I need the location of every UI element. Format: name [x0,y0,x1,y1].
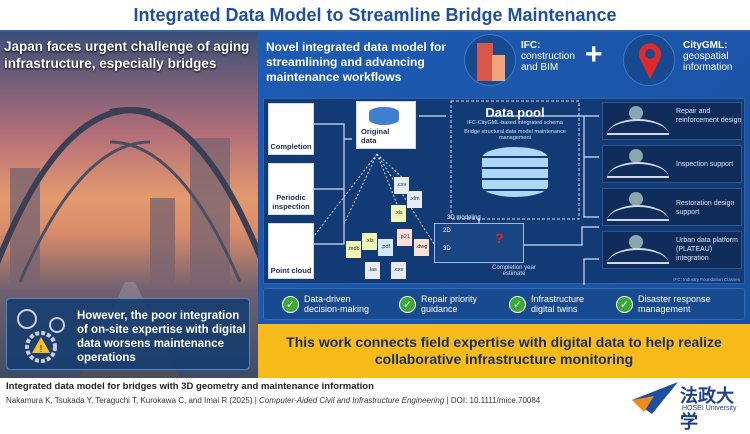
check-icon: ✓ [399,295,416,313]
file-icon: .p21 [397,229,412,246]
bridge-arch-illustration [0,107,258,283]
original-data-label: Original data [361,127,390,145]
journal: Computer-Aided Civil and Infrastructure … [259,396,445,405]
gears-warning-icon: ! [17,309,65,363]
cross-icon [629,192,643,206]
benefits-row: ✓ Data-driven decision-making ✓ Repair pri… [263,288,745,320]
database-icon [482,147,548,197]
ifc-label: IFC: construction and BIM [521,40,581,73]
separator: | [444,396,451,405]
ifc-desc: construction and BIM [521,51,575,73]
input-label: Completion [270,142,312,151]
check-icon: ✓ [282,295,299,313]
input-completion: Completion [268,103,314,155]
check-icon: ✓ [509,295,526,313]
right-heading: Novel integrated data model for streamli… [266,40,447,84]
output-inspection: Inspection support [602,145,742,183]
3d-label: 3D [443,246,451,252]
file-icon: .csv [391,262,406,279]
problem-box: ! However, the poor integration of on-si… [6,298,250,370]
workflow-diagram: Completion Periodic inspection Point clo… [263,98,745,285]
citygml-label: CityGML: geospatial information [683,40,748,73]
3d-modeling-label: 3D modeling [447,215,481,221]
original-data-card: Original data [356,101,416,149]
file-icon: .csv [394,177,409,194]
separator: | [252,396,260,405]
benefit-label: Data-driven decision-making [304,294,370,314]
database-icon [369,107,399,125]
doi[interactable]: DOI: 10.1111/mice.70084 [450,396,541,405]
svg-text:!: ! [40,344,43,355]
bridge-icon [607,248,669,264]
output-label: Inspection support [676,161,734,168]
output-repair: Repair and reinforcement design [602,102,742,140]
file-icon: .dwg [414,239,429,256]
output-restoration: Restoration design support [602,188,742,226]
cross-icon [629,235,643,249]
input-label: Point cloud [270,266,312,275]
output-plateau: Urban data platform (PLATEAU) integratio… [602,231,742,269]
output-label: Restoration design support [676,200,735,216]
conclusion-banner: This work connects field expertise with … [258,324,750,378]
completion-estimate-label: Completion year estimate [492,265,536,277]
benefit-label: Infrastructure digital twins [531,294,585,314]
credit-note: IFC: Industry Foundation Classes [673,277,740,282]
check-icon: ✓ [616,295,633,313]
question-icon: ? [495,230,504,246]
benefit-item: ✓ Data-driven decision-making [282,294,382,314]
logo-name: HOSEI University [682,405,737,412]
file-icon: .mdb [346,241,361,258]
page-title: Integrated Data Model to Streamline Brid… [0,0,750,32]
citygml-desc: geospatial information [683,51,733,73]
cross-icon [629,106,643,120]
map-pin-icon [623,34,675,86]
paper-reference: Nakamura K, Tsukada Y, Teraguchi T, Kuro… [6,396,626,405]
bridge-icon [607,119,669,135]
right-panel: Novel integrated data model for streamli… [258,32,750,378]
ifc-title: IFC: [521,40,541,51]
hosei-logo: 法政大学 HOSEI University [632,380,750,432]
benefit-label: Repair priority guidance [421,294,478,314]
output-label: Urban data platform (PLATEAU) integratio… [676,237,738,262]
authors: Nakamura K, Tsukada Y, Teraguchi T, Kuro… [6,396,253,405]
building-icon [464,34,516,86]
benefit-item: ✓ Disaster response management [616,294,728,314]
input-point-cloud: Point cloud [268,223,314,279]
data-pool-model: Bridge structural data model maintenance… [464,129,566,141]
citation: Integrated data model for bridges with 3… [6,381,626,405]
2d-label: 2D [443,228,451,234]
benefit-label: Disaster response management [638,294,711,314]
data-pool: Data pool IFC-CityGML-based integrated s… [456,105,574,197]
output-label: Repair and reinforcement design [676,108,742,124]
file-icon: .xls [362,233,377,250]
left-panel: Japan faces urgent challenge of aging in… [0,32,258,378]
building-illustration [150,198,175,288]
3d-modeling-box: 3D modeling 2D 3D ? [434,215,524,263]
benefit-item: ✓ Repair priority guidance [399,294,499,314]
file-icon: .xls [391,205,406,222]
bridge-icon [607,205,669,221]
logo-mark [632,382,678,414]
benefit-item: ✓ Infrastructure digital twins [509,294,609,314]
input-periodic-inspection: Periodic inspection [268,163,314,215]
paper-title: Integrated data model for bridges with 3… [6,381,374,392]
citygml-title: CityGML: [683,40,728,51]
plus-icon: + [585,38,603,71]
data-pool-title: Data pool [485,105,545,120]
file-icon: .xlm [407,191,422,208]
data-pool-schema: IFC-CityGML-based integrated schema [467,120,563,126]
left-heading: Japan faces urgent challenge of aging in… [4,39,250,71]
cross-icon [629,149,643,163]
file-icon: .pdf [378,239,393,256]
input-label: Periodic inspection [272,193,310,211]
file-icon: .las [365,262,380,279]
problem-text: However, the poor integration of on-site… [77,310,246,364]
bridge-icon [607,162,669,178]
